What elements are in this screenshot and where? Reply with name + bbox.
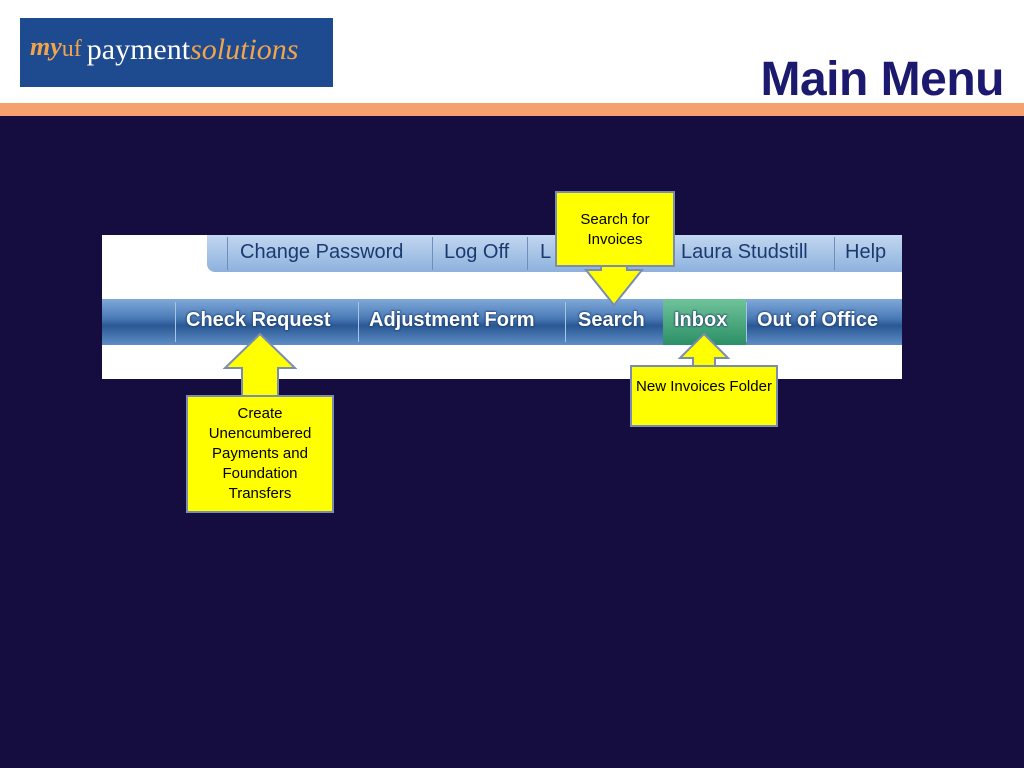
create-unencumbered-payments-callout: Create Unencumbered Payments and Foundat… [186,395,334,513]
check-request-callout-arrow-icon [222,332,298,402]
new-invoices-folder-callout: New Invoices Folder [630,365,778,427]
menu-separator [565,302,566,342]
change-password-link[interactable]: Change Password [240,241,404,263]
help-link[interactable]: Help [845,241,887,263]
slide-background [0,116,1024,768]
menu-separator [746,302,747,342]
header-divider-stripe [0,103,1024,116]
search-callout-arrow-icon [583,262,645,307]
top-nav-separator [227,237,228,270]
page-title: Main Menu [760,53,1005,106]
logo-my: my [30,32,62,61]
check-request-tab[interactable]: Check Request [186,309,331,331]
logo-payment: payment [86,33,191,66]
top-nav-separator [527,237,528,270]
logo-uf: uf [61,36,82,62]
inbox-tab[interactable]: Inbox [674,309,728,331]
inbox-callout-text: New Invoices Folder [636,378,772,395]
user-name-link[interactable]: Laura Studstill [681,241,808,263]
log-off-link[interactable]: Log Off [444,241,510,263]
top-navigation-bar: Change Password Log Off L Laura Studstil… [207,235,902,272]
app-navigation-screenshot: Change Password Log Off L Laura Studstil… [102,235,902,379]
search-callout-text: Search for Invoices [580,211,650,248]
check-request-callout-text: Create Unencumbered Payments and Foundat… [208,405,312,502]
search-for-invoices-callout: Search for Invoices [555,191,675,267]
partial-link[interactable]: L [540,241,552,263]
top-nav-separator [432,237,433,270]
out-of-office-tab[interactable]: Out of Office [757,309,879,331]
menu-separator [175,302,176,342]
top-nav-separator [834,237,835,270]
menu-separator [358,302,359,342]
adjustment-form-tab[interactable]: Adjustment Form [369,309,535,331]
search-tab[interactable]: Search [578,309,645,331]
logo-solutions: solutions [190,33,299,66]
main-menu-bar: Check Request Adjustment Form Search Inb… [102,299,902,345]
